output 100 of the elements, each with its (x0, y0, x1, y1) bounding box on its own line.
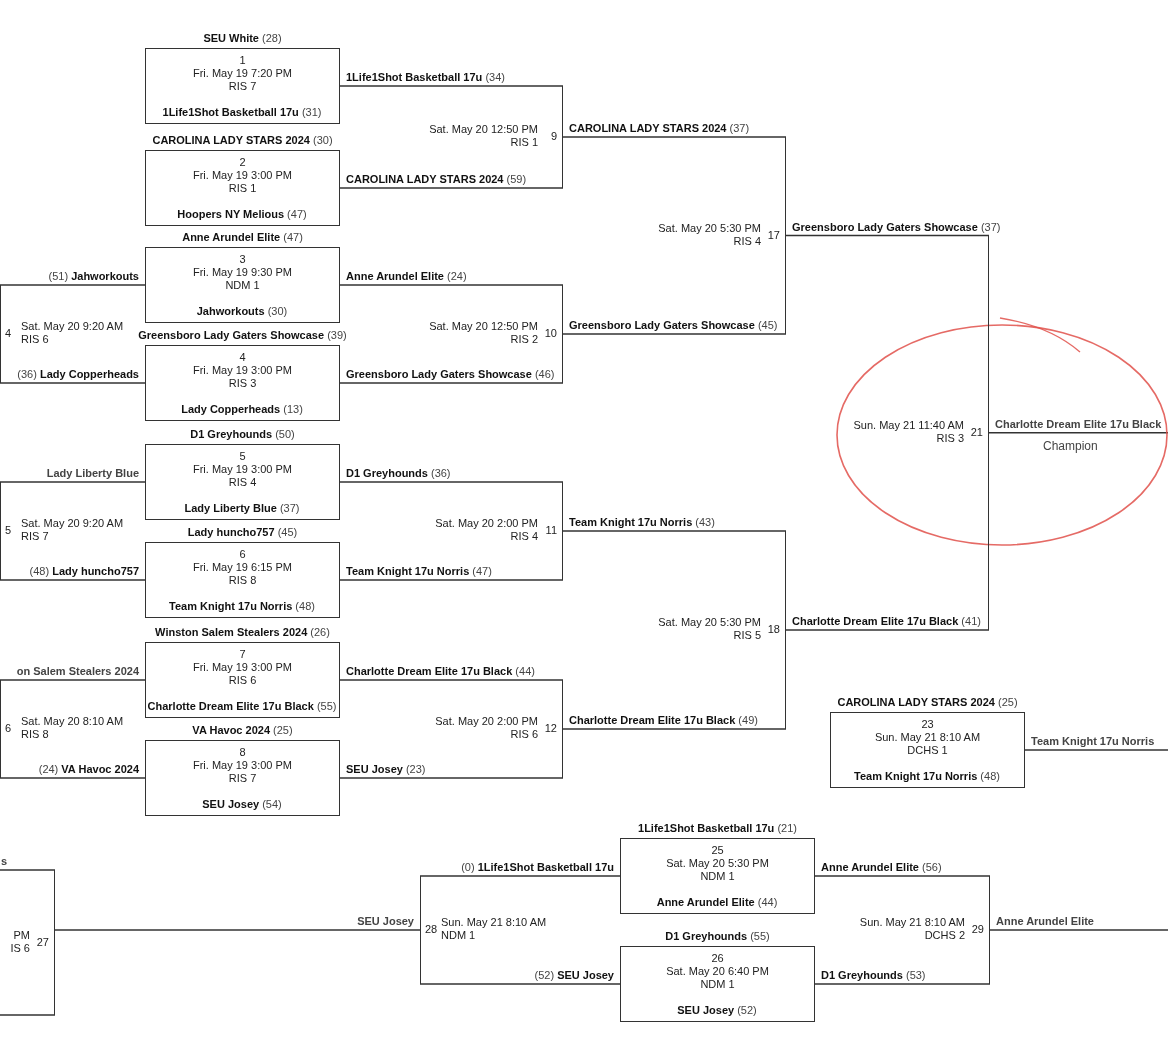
bracket-line (339, 187, 564, 189)
edge-label: (36) Lady Copperheads (17, 368, 139, 381)
game-time: Sat. May 20 12:50 PM (429, 320, 538, 333)
team-score: Winston Salem Stealers 2024 (26) (155, 626, 330, 638)
venue-name: RIS 4 (510, 530, 538, 543)
team-score: Lady Liberty Blue (37) (184, 502, 300, 514)
game-number: 5 (239, 450, 246, 462)
game-time: Sat. May 20 9:20 AM (21, 517, 124, 530)
team-score: 1Life1Shot Basketball 17u (31) (162, 106, 322, 118)
bracket-line (989, 929, 1169, 931)
bracket-line (54, 929, 421, 931)
game-number: 21 (970, 425, 983, 439)
venue-name: RIS 8 (228, 574, 257, 586)
game-time: Sun. May 21 8:10 AM (874, 731, 981, 743)
edge-label: SEU Josey (23) (346, 763, 426, 776)
game-number: 29 (971, 923, 984, 936)
bracket-line (814, 875, 991, 877)
game-number: 9 (550, 130, 557, 143)
game-time: Sat. May 20 9:20 AM (21, 320, 124, 333)
edge-label: CAROLINA LADY STARS 2024 (59) (346, 173, 527, 186)
game-number: 3 (239, 253, 246, 265)
team-score: Hoopers NY Melious (47) (177, 208, 307, 220)
venue-name: NDM 1 (441, 929, 476, 942)
game-number: 12 (544, 722, 557, 735)
team-score: SEU White (28) (203, 32, 282, 44)
venue-name: RIS 6 (21, 333, 49, 346)
game-number: 11 (545, 524, 557, 537)
team-score: D1 Greyhounds (55) (665, 930, 770, 942)
bracket-line (339, 85, 564, 87)
game-time: Sat. May 20 6:40 PM (666, 965, 769, 977)
venue-name: RIS 1 (510, 136, 538, 149)
bracket-line (339, 777, 564, 779)
venue-name: RIS 4 (733, 234, 761, 248)
bracket-line (0, 679, 146, 681)
game-time: Sat. May 20 8:10 AM (21, 715, 124, 728)
bracket-line (0, 382, 146, 384)
venue-name: NDM 1 (700, 870, 735, 882)
edge-label: Team Knight 17u Norris (47) (346, 565, 492, 578)
game-time: Fri. May 19 3:00 PM (192, 463, 292, 475)
edge-label: on Salem Stealers 2024 (16, 665, 139, 678)
game-time: Fri. May 19 3:00 PM (192, 364, 292, 376)
game-time: Sun. May 21 8:10 AM (859, 916, 965, 929)
edge-label: Anne Arundel Elite (56) (821, 861, 942, 874)
venue-name: RIS 3 (936, 431, 964, 445)
team-score: CAROLINA LADY STARS 2024 (25) (837, 696, 1018, 708)
game-number: 8 (239, 746, 246, 758)
game-number: 28 (425, 923, 438, 936)
venue-name: RIS 5 (733, 629, 761, 642)
edge-label: D1 Greyhounds (53) (821, 969, 926, 982)
game-time: Sun. May 21 8:10 AM (441, 916, 547, 929)
venue-name: IS 6 (10, 941, 30, 955)
game-time: Fri. May 19 9:30 PM (192, 266, 292, 278)
bracket-line (814, 983, 991, 985)
team-score: Lady Copperheads (13) (181, 403, 303, 415)
champion-label: Champion (1043, 440, 1098, 453)
bracket-line (1024, 749, 1169, 751)
game-time: Sat. May 20 12:50 PM (429, 123, 538, 136)
edge-label: Anne Arundel Elite (996, 915, 1094, 928)
team-score: SEU Josey (52) (677, 1004, 757, 1016)
team-score: VA Havoc 2024 (25) (192, 724, 293, 736)
edge-label: (48) Lady huncho757 (29, 565, 139, 578)
team-score: Team Knight 17u Norris (48) (169, 600, 315, 612)
game-time: Sun. May 21 11:40 AM (853, 418, 964, 432)
team-score: Team Knight 17u Norris (48) (854, 770, 1000, 782)
bracket-line (419, 875, 621, 877)
game-number: 4 (239, 351, 246, 363)
bracket-line (0, 284, 146, 286)
game-number: 10 (544, 327, 557, 340)
edge-label: SEU Josey (357, 915, 414, 928)
game-number: 25 (711, 844, 724, 856)
team-score: Charlotte Dream Elite 17u Black (55) (147, 700, 337, 712)
bracket-line (562, 333, 787, 335)
bracket-line (0, 869, 56, 871)
team-score: SEU Josey (54) (202, 798, 282, 810)
venue-name: RIS 3 (228, 377, 257, 389)
game-number: 6 (239, 548, 246, 560)
game-time: Sat. May 20 5:30 PM (658, 221, 761, 235)
game-time: Sat. May 20 2:00 PM (435, 715, 538, 728)
bracket-line (785, 629, 990, 631)
edge-label: D1 Greyhounds (36) (346, 467, 451, 480)
bracket-line (562, 530, 787, 532)
edge-label: CAROLINA LADY STARS 2024 (37) (569, 122, 750, 135)
edge-label: Charlotte Dream Elite 17u Black (49) (569, 714, 758, 727)
game-number: 2 (239, 156, 246, 168)
game-number: 5 (5, 524, 12, 537)
game-time: Sat. May 20 2:00 PM (435, 517, 538, 530)
edge-label: Greensboro Lady Gaters Showcase (46) (346, 368, 555, 381)
venue-name: RIS 2 (510, 333, 538, 346)
game-time: Fri. May 19 3:00 PM (192, 661, 292, 673)
venue-name: RIS 4 (228, 476, 257, 488)
game-number: 7 (239, 648, 246, 660)
bracket-line (0, 579, 146, 581)
game-time: Sat. May 20 5:30 PM (658, 616, 761, 629)
game-time: Fri. May 19 3:00 PM (192, 759, 292, 771)
bracket-line (0, 1014, 56, 1016)
edge-label: Anne Arundel Elite (24) (346, 270, 467, 283)
venue-name: NDM 1 (700, 978, 735, 990)
edge-label: 1Life1Shot Basketball 17u (34) (346, 71, 505, 84)
game-number: 6 (5, 722, 12, 735)
team-score: Lady huncho757 (45) (187, 526, 298, 538)
